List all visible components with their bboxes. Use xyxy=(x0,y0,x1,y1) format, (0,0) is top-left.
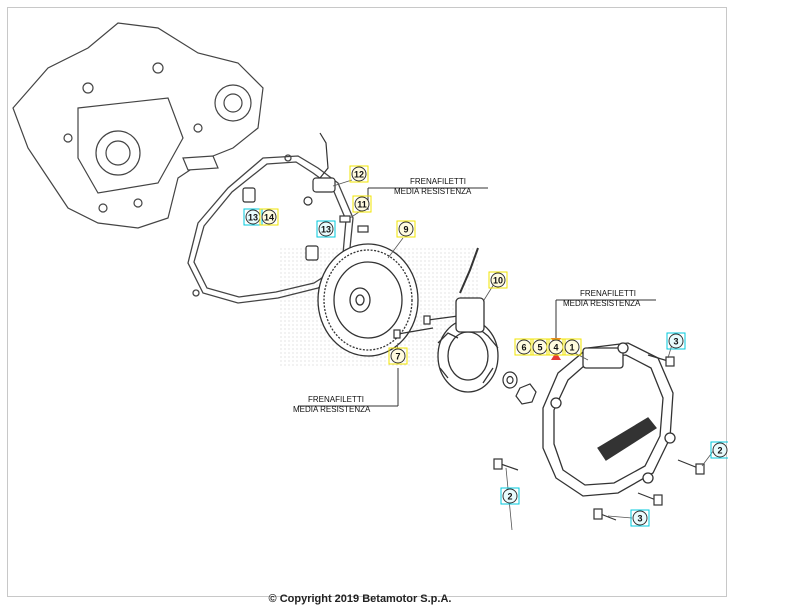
callout[interactable]: 13 xyxy=(243,208,263,226)
callout[interactable]: 11 xyxy=(352,195,372,213)
note-right: FRENAFILETTI MEDIA RESISTENZA xyxy=(563,289,641,308)
callout[interactable]: 4 xyxy=(546,338,566,356)
callout[interactable]: 12 xyxy=(349,165,369,183)
svg-text:12: 12 xyxy=(354,170,364,180)
svg-text:7: 7 xyxy=(395,352,400,362)
bushing-13 xyxy=(305,245,319,261)
svg-text:2: 2 xyxy=(507,492,512,502)
stator xyxy=(437,247,499,393)
callout[interactable]: 14 xyxy=(259,208,279,226)
ignition-cover xyxy=(542,342,676,497)
callout[interactable]: 3 xyxy=(630,509,650,527)
note-line1: FRENAFILETTI xyxy=(308,395,364,404)
svg-text:9: 9 xyxy=(403,225,408,235)
svg-text:14: 14 xyxy=(264,213,274,223)
svg-text:5: 5 xyxy=(537,343,542,353)
washer-and-nut xyxy=(502,371,537,405)
svg-text:4: 4 xyxy=(553,343,558,353)
svg-text:13: 13 xyxy=(248,213,258,223)
callout[interactable]: 10 xyxy=(488,271,508,289)
svg-text:10: 10 xyxy=(493,276,503,286)
callout[interactable]: 6 xyxy=(514,338,534,356)
callout[interactable]: 2 xyxy=(710,441,728,459)
stator-bolts xyxy=(393,315,459,339)
svg-text:2: 2 xyxy=(717,446,722,456)
note-left: FRENAFILETTI MEDIA RESISTENZA xyxy=(293,395,371,414)
note-top: FRENAFILETTI MEDIA RESISTENZA xyxy=(394,177,472,196)
svg-text:1: 1 xyxy=(569,343,574,353)
callout[interactable]: 7 xyxy=(388,347,408,365)
callout[interactable]: 2 xyxy=(500,487,520,505)
cover-screws xyxy=(493,354,705,521)
svg-text:13: 13 xyxy=(321,225,331,235)
svg-text:3: 3 xyxy=(637,514,642,524)
flywheel xyxy=(317,243,419,357)
callout[interactable]: 13 xyxy=(316,220,336,238)
note-line1: FRENAFILETTI xyxy=(410,177,466,186)
copyright-footer: © Copyright 2019 Betamotor S.p.A. xyxy=(268,593,452,605)
svg-text:6: 6 xyxy=(521,343,526,353)
diagram-frame: FRENAFILETTI MEDIA RESISTENZA FRENAFILET… xyxy=(7,7,728,597)
note-line2: MEDIA RESISTENZA xyxy=(293,405,371,414)
svg-text:11: 11 xyxy=(357,200,367,210)
callout[interactable]: 9 xyxy=(396,220,416,238)
note-line2: MEDIA RESISTENZA xyxy=(394,187,472,196)
callout[interactable]: 3 xyxy=(666,332,686,350)
callouts: 12 11 13 14 13 9 10 7 6 5 4 1 3 2 2 3 xyxy=(243,165,728,527)
svg-text:3: 3 xyxy=(673,337,678,347)
crankcase xyxy=(12,22,264,229)
callout[interactable]: 1 xyxy=(562,338,582,356)
note-line1: FRENAFILETTI xyxy=(580,289,636,298)
exploded-view-diagram: FRENAFILETTI MEDIA RESISTENZA FRENAFILET… xyxy=(12,22,728,531)
note-line2: MEDIA RESISTENZA xyxy=(563,299,641,308)
bushing-14 xyxy=(242,187,256,203)
callout[interactable]: 5 xyxy=(530,338,550,356)
